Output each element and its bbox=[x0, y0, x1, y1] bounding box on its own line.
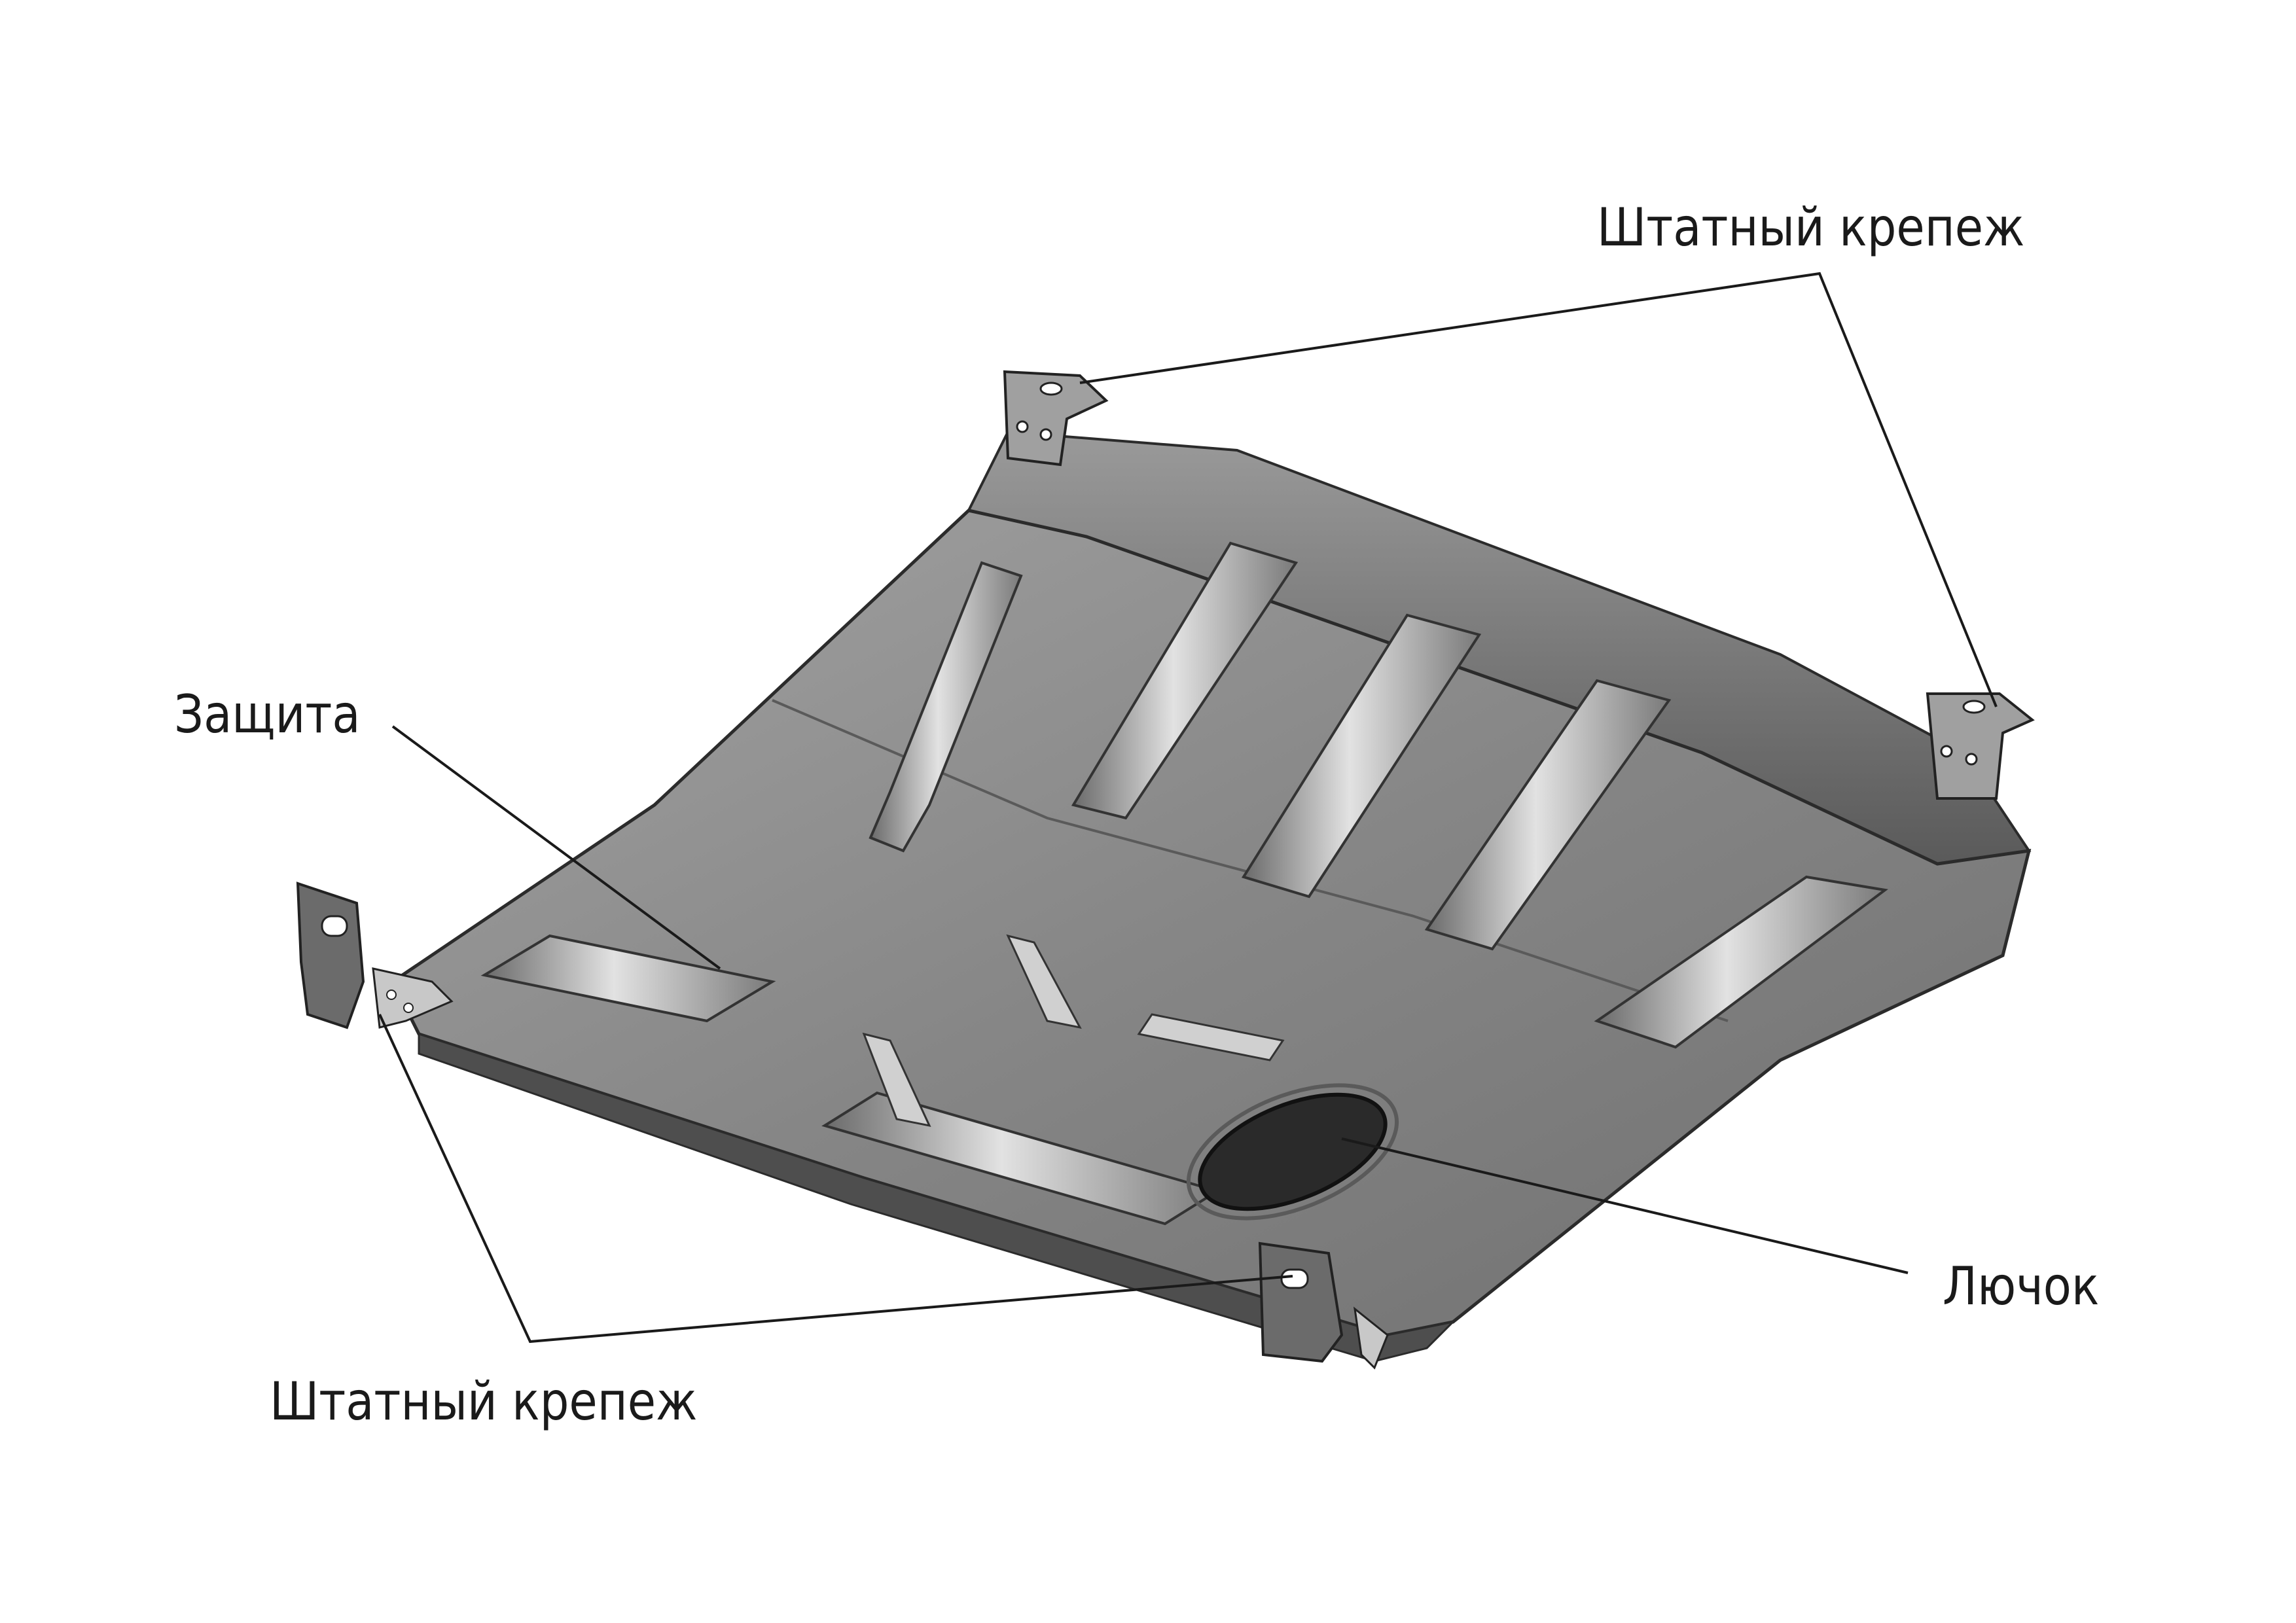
leader-lines bbox=[378, 272, 1998, 1344]
leader-mount-top bbox=[1079, 272, 1998, 707]
label-hatch: Лючок bbox=[1943, 1256, 2100, 1317]
rib-3 bbox=[1241, 613, 1482, 899]
label-protection: Защита bbox=[174, 684, 361, 745]
rib-5 bbox=[1594, 875, 1888, 1049]
rib-center-2 bbox=[1137, 1013, 1285, 1061]
label-mount-top: Штатный крепеж bbox=[1597, 197, 2025, 258]
rib-2 bbox=[1071, 541, 1299, 820]
leader-hatch bbox=[1341, 1137, 1909, 1274]
label-mount-bottom: Штатный крепеж bbox=[270, 1371, 698, 1432]
mount-bracket-front-left bbox=[296, 882, 454, 1029]
rib-1 bbox=[869, 561, 1023, 853]
rib-4 bbox=[1424, 679, 1672, 951]
mount-bracket-top-right bbox=[1926, 692, 2035, 800]
access-hatch bbox=[1186, 1083, 1399, 1221]
mount-bracket-top-left bbox=[1003, 370, 1109, 467]
mount-bracket-front-right bbox=[1258, 1241, 1389, 1370]
rib-center-1 bbox=[1006, 934, 1082, 1029]
rib-front-left bbox=[480, 934, 776, 1023]
stiffening-ribs bbox=[480, 541, 1888, 1226]
leader-protection bbox=[391, 725, 721, 970]
leader-mount-bottom bbox=[378, 1014, 1293, 1344]
rib-center-3 bbox=[862, 1032, 931, 1128]
